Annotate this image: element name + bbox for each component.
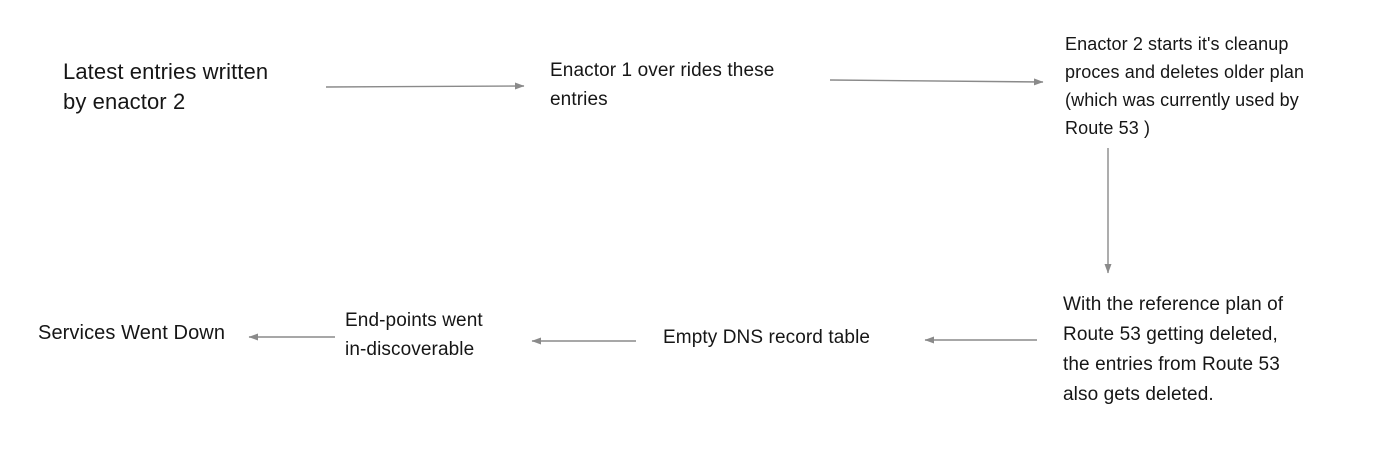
node-endpoints-indiscoverable: End-points went in-discoverable: [345, 310, 483, 360]
node-empty-dns-record-table: Empty DNS record table: [663, 327, 871, 348]
node-latest-entries: Latest entries written by enactor 2: [63, 59, 269, 114]
node-reference-plan-deleted: With the reference plan of Route 53 gett…: [1063, 294, 1284, 405]
arrow-latest-to-override-icon: [325, 82, 525, 90]
node-services-went-down: Services Went Down: [38, 322, 226, 344]
node-enactor2-cleanup: Enactor 2 starts it's cleanup proces and…: [1065, 34, 1305, 138]
arrow-override-to-cleanup-icon: [829, 78, 1044, 86]
node-enactor1-override: Enactor 1 over rides these entries: [550, 60, 775, 110]
